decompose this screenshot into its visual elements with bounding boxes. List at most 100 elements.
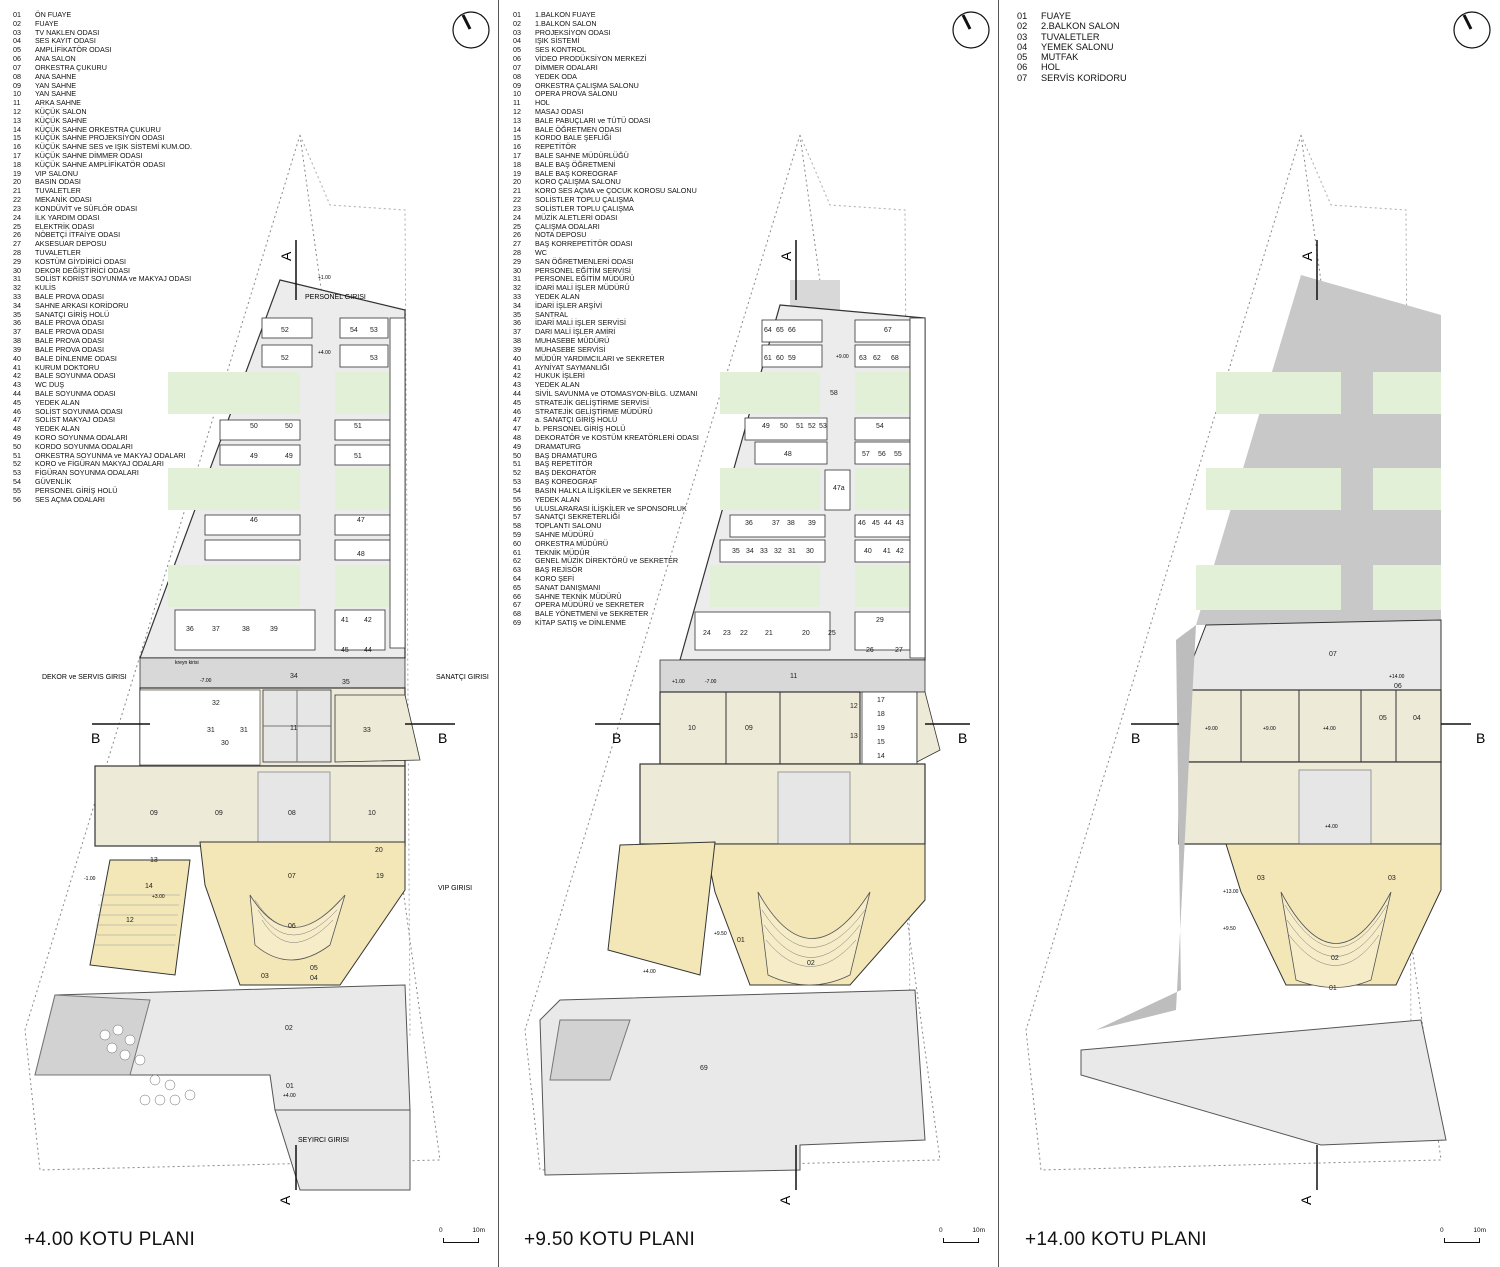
legend-label: ORKESTRA ÇUKURU <box>35 62 107 72</box>
legend-number: 48 <box>13 424 21 434</box>
legend-label: PERSONEL EĞİTİM MÜDÜRÜ <box>535 274 635 284</box>
legend-number: 44 <box>13 388 21 398</box>
section-mark-b-right: B <box>1476 730 1485 746</box>
svg-text:12: 12 <box>126 917 134 924</box>
svg-text:33: 33 <box>363 727 371 734</box>
legend-number: 10 <box>13 89 21 99</box>
legend-number: 09 <box>513 80 521 90</box>
legend-label: TEKNİK MÜDÜR <box>535 547 590 557</box>
legend-label: MEKANİK ODASI <box>35 195 92 205</box>
legend-number: 01 <box>1017 11 1028 21</box>
svg-text:54: 54 <box>350 327 358 334</box>
svg-text:31: 31 <box>207 727 215 734</box>
legend-number: 01 <box>513 10 521 19</box>
svg-text:35: 35 <box>732 548 740 555</box>
level-label: +1.00 <box>318 275 331 281</box>
svg-text:05: 05 <box>1379 715 1387 722</box>
legend-number: 67 <box>513 600 521 610</box>
svg-text:51: 51 <box>354 423 362 430</box>
legend-number: 21 <box>13 186 21 196</box>
svg-text:03: 03 <box>261 973 269 980</box>
svg-text:62: 62 <box>873 355 881 362</box>
legend-number: 53 <box>13 468 21 478</box>
legend-number: 03 <box>513 27 521 37</box>
legend-label: SİVİL SAVUNMA ve OTOMASYON-BİLG. UZMANI <box>535 388 698 398</box>
svg-text:54: 54 <box>876 423 884 430</box>
legend-label: 1.BALKON FUAYE <box>535 10 596 19</box>
scale-bar: 0 10m <box>437 1227 485 1243</box>
svg-text:32: 32 <box>774 548 782 555</box>
legend-label: YAN SAHNE <box>35 80 77 90</box>
legend-label: ULUSLARARASI İLİŞKİLER ve SPONSORLUK <box>535 503 687 513</box>
legend-label: BALE SAHNE MÜDÜRLÜĞÜ <box>535 151 629 160</box>
legend-label: KÜÇÜK SAHNE DİMMER ODASI <box>35 151 143 160</box>
svg-text:64: 64 <box>764 327 772 334</box>
svg-text:25: 25 <box>828 630 836 637</box>
legend-item: 17 BALE SAHNE MÜDÜRLÜĞÜ <box>513 151 699 161</box>
svg-text:56: 56 <box>878 451 886 458</box>
legend-label: BALE PROVA ODASI <box>35 344 104 354</box>
svg-text:13: 13 <box>150 857 158 864</box>
legend-label: KULİS <box>35 283 56 293</box>
legend-number: 45 <box>13 397 21 407</box>
legend-number: 49 <box>513 441 521 451</box>
legend-number: 20 <box>513 177 521 187</box>
svg-text:48: 48 <box>357 551 365 558</box>
svg-text:20: 20 <box>375 847 383 854</box>
legend-label: ÇALIŞMA ODALARI <box>535 221 600 231</box>
svg-text:01: 01 <box>286 1083 294 1090</box>
svg-text:26: 26 <box>866 647 874 654</box>
svg-text:02: 02 <box>285 1025 293 1032</box>
label-dekor-girisi: DEKOR ve SERVIS GIRISI <box>42 674 127 681</box>
level-label: +13.00 <box>1223 889 1239 895</box>
svg-text:10: 10 <box>368 810 376 817</box>
legend-label: KURUM DOKTORU <box>35 362 100 372</box>
legend-number: 17 <box>513 151 521 160</box>
legend-number: 40 <box>13 353 21 363</box>
legend-number: 22 <box>13 195 21 205</box>
svg-text:10: 10 <box>688 725 696 732</box>
legend-number: 27 <box>513 239 521 249</box>
legend-label: SES KONTROL <box>535 45 587 55</box>
svg-text:53: 53 <box>370 327 378 334</box>
legend-number: 13 <box>13 115 21 125</box>
legend-label: BALE YÖNETMENİ ve SEKRETER <box>535 609 649 619</box>
legend-label: MASAJ ODASI <box>535 106 584 116</box>
legend-number: 35 <box>513 309 521 319</box>
svg-text:14: 14 <box>145 883 153 890</box>
legend-number: 47 <box>513 415 521 425</box>
svg-text:63: 63 <box>859 355 867 362</box>
svg-text:39: 39 <box>808 520 816 527</box>
level-label: +4.00 <box>283 1093 296 1099</box>
legend-label: BALE PABUÇLARI ve TÜTÜ ODASI <box>535 115 651 125</box>
legend-label: FUAYE <box>35 18 59 28</box>
svg-text:24: 24 <box>703 630 711 637</box>
level-label: -7.00 <box>705 679 717 685</box>
svg-text:39: 39 <box>270 626 278 633</box>
legend-label: MÜDÜR YARDIMCILARI ve SEKRETER <box>535 353 665 363</box>
legend-label: 1.BALKON SALON <box>535 18 597 28</box>
